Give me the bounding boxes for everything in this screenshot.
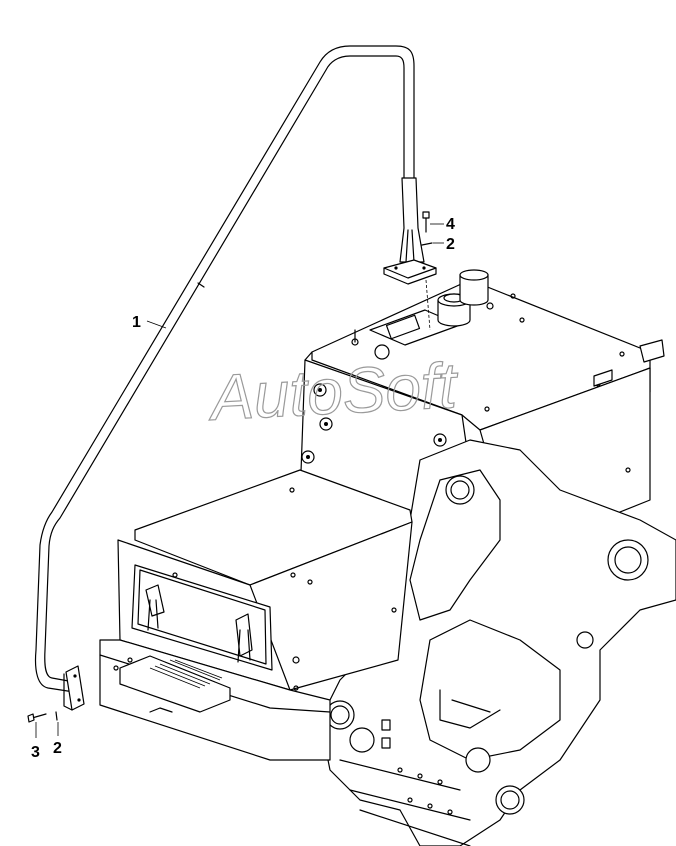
bottom-fasteners: [27, 711, 58, 723]
callout-1: 1: [132, 314, 141, 331]
handrail-tube: [34, 45, 437, 711]
watermark-text: AutoSoft: [205, 349, 460, 434]
callout-4: 4: [446, 216, 455, 233]
bottom-mount-plate: [65, 665, 85, 711]
callout-3: 3: [31, 744, 40, 761]
top-fasteners: [421, 211, 433, 246]
callout-leaders: [35, 223, 444, 738]
callout-2-bottom: 2: [53, 740, 62, 757]
step-tread: [119, 655, 231, 713]
callout-2-top: 2: [446, 236, 455, 253]
machine-body: [99, 269, 676, 846]
top-mount-plate: [383, 259, 437, 279]
